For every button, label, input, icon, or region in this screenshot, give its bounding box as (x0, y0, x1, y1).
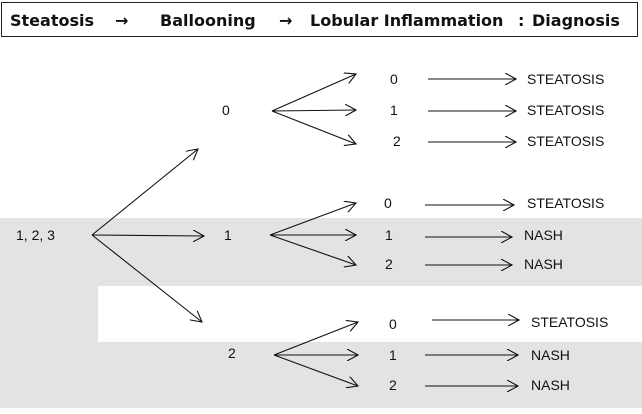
ballooning-0-label: 0 (222, 102, 230, 118)
arrow-root-to-ballooning-1 (91, 235, 204, 236)
tree-arrows (91, 74, 519, 386)
arrow-root-to-ballooning-2 (91, 234, 202, 322)
shaded-band-left-extension (0, 286, 98, 342)
header-arrow-2: → (279, 11, 293, 30)
header-bar: Steatosis → Ballooning → Lobular Inflamm… (1, 2, 638, 37)
diagnosis-2-2: NASH (531, 377, 570, 393)
arrow-ballooning-0-to-inflammation-0 (271, 74, 356, 112)
inflammation-1-1-label: 1 (385, 227, 393, 243)
diagnosis-2-0: STEATOSIS (531, 314, 608, 330)
diagnosis-1-0: STEATOSIS (527, 195, 604, 211)
root-label: 1, 2, 3 (16, 227, 55, 243)
header-diagnosis: Diagnosis (532, 11, 620, 30)
arrow-ballooning-0-to-inflammation-2 (271, 110, 356, 144)
header-steatosis: Steatosis (10, 11, 94, 30)
ballooning-1-label: 1 (224, 227, 232, 243)
arrow-ballooning-1-to-inflammation-2 (269, 234, 356, 265)
shaded-band-ballooning-2 (0, 342, 642, 408)
header-ballooning: Ballooning (160, 11, 256, 30)
header-lobular-inflammation: Lobular Inflammation (310, 11, 504, 30)
diagnosis-0-2: STEATOSIS (527, 133, 604, 149)
header-colon: : (518, 11, 525, 30)
arrow-ballooning-1-to-inflammation-0 (269, 203, 356, 236)
inflammation-2-0-label: 0 (389, 316, 397, 332)
shaded-band-ballooning-1 (0, 218, 642, 286)
inflammation-1-0-label: 0 (384, 195, 392, 211)
inflammation-0-1-label: 1 (390, 102, 398, 118)
inflammation-1-2-label: 2 (385, 256, 393, 272)
header-arrow-1: → (115, 11, 129, 30)
arrow-ballooning-0-to-inflammation-1 (271, 110, 356, 111)
diagnosis-0-0: STEATOSIS (527, 71, 604, 87)
arrow-ballooning-2-to-inflammation-0 (273, 322, 358, 356)
diagnosis-0-1: STEATOSIS (527, 102, 604, 118)
diagnosis-2-1: NASH (531, 347, 570, 363)
inflammation-2-1-label: 1 (389, 347, 397, 363)
arrow-ballooning-2-to-inflammation-2 (273, 354, 358, 386)
diagnosis-1-1: NASH (524, 227, 563, 243)
inflammation-2-2-label: 2 (389, 377, 397, 393)
diagnosis-1-2: NASH (524, 256, 563, 272)
arrow-root-to-ballooning-0 (91, 149, 198, 236)
inflammation-0-2-label: 2 (393, 133, 401, 149)
ballooning-2-label: 2 (228, 345, 236, 361)
inflammation-0-0-label: 0 (390, 71, 398, 87)
